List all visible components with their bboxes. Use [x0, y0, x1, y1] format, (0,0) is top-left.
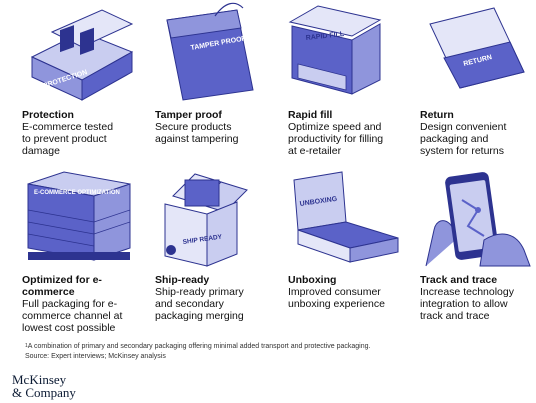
card-title: Return: [420, 109, 454, 121]
card-description: Optimize speed and productivity for fill…: [288, 121, 384, 157]
illus-label: RAPID FILL: [305, 31, 345, 42]
card-description: Secure products against tampering: [155, 121, 239, 145]
card-description: Design convenient packaging and system f…: [420, 121, 507, 157]
card-description: Full packaging for e-commerce channel at…: [22, 298, 123, 334]
source-note: Source: Expert interviews; McKinsey anal…: [25, 353, 166, 360]
pallet-stack-icon: E-COMMERCE OPTIMIZATION: [22, 170, 150, 270]
card-title: Track and trace: [420, 274, 498, 286]
card-title: Ship-ready: [155, 274, 210, 286]
card-description: Increase technology integration to allow…: [420, 286, 514, 322]
card-description: Improved consumer unboxing experience: [288, 286, 385, 310]
logo-line-2: & Company: [12, 385, 76, 400]
footnote-marker: 1: [25, 343, 28, 349]
phone-map-icon: [420, 170, 536, 270]
card-title: Unboxing: [288, 274, 337, 286]
rapid-fill-box-icon: RAPID FILL: [288, 2, 416, 102]
ship-ready-box-icon: SHIP READY: [155, 170, 283, 270]
card-title: Optimized for e-commerce: [22, 274, 102, 298]
card-description: Ship-ready primary and secondary packagi…: [155, 286, 244, 322]
footnote-text: A combination of primary and secondary p…: [27, 343, 371, 350]
return-mailer-icon: RETURN: [420, 2, 536, 102]
tamper-proof-envelope-icon: TAMPER PROOF: [155, 2, 283, 102]
card-title: Tamper proof: [155, 109, 222, 121]
protection-box-icon: PROTECTION: [22, 2, 150, 102]
card-title: Protection: [22, 109, 74, 121]
footnote: 1A combination of primary and secondary …: [25, 342, 370, 351]
card-title: Rapid fill: [288, 109, 333, 121]
card-description: E-commerce tested to prevent product dam…: [22, 121, 114, 157]
illus-label: E-COMMERCE OPTIMIZATION: [34, 190, 120, 196]
logo-line-1: McKinsey: [12, 372, 67, 387]
mckinsey-logo: McKinsey & Company: [12, 373, 76, 399]
unboxing-box-icon: UNBOXING: [288, 170, 416, 270]
